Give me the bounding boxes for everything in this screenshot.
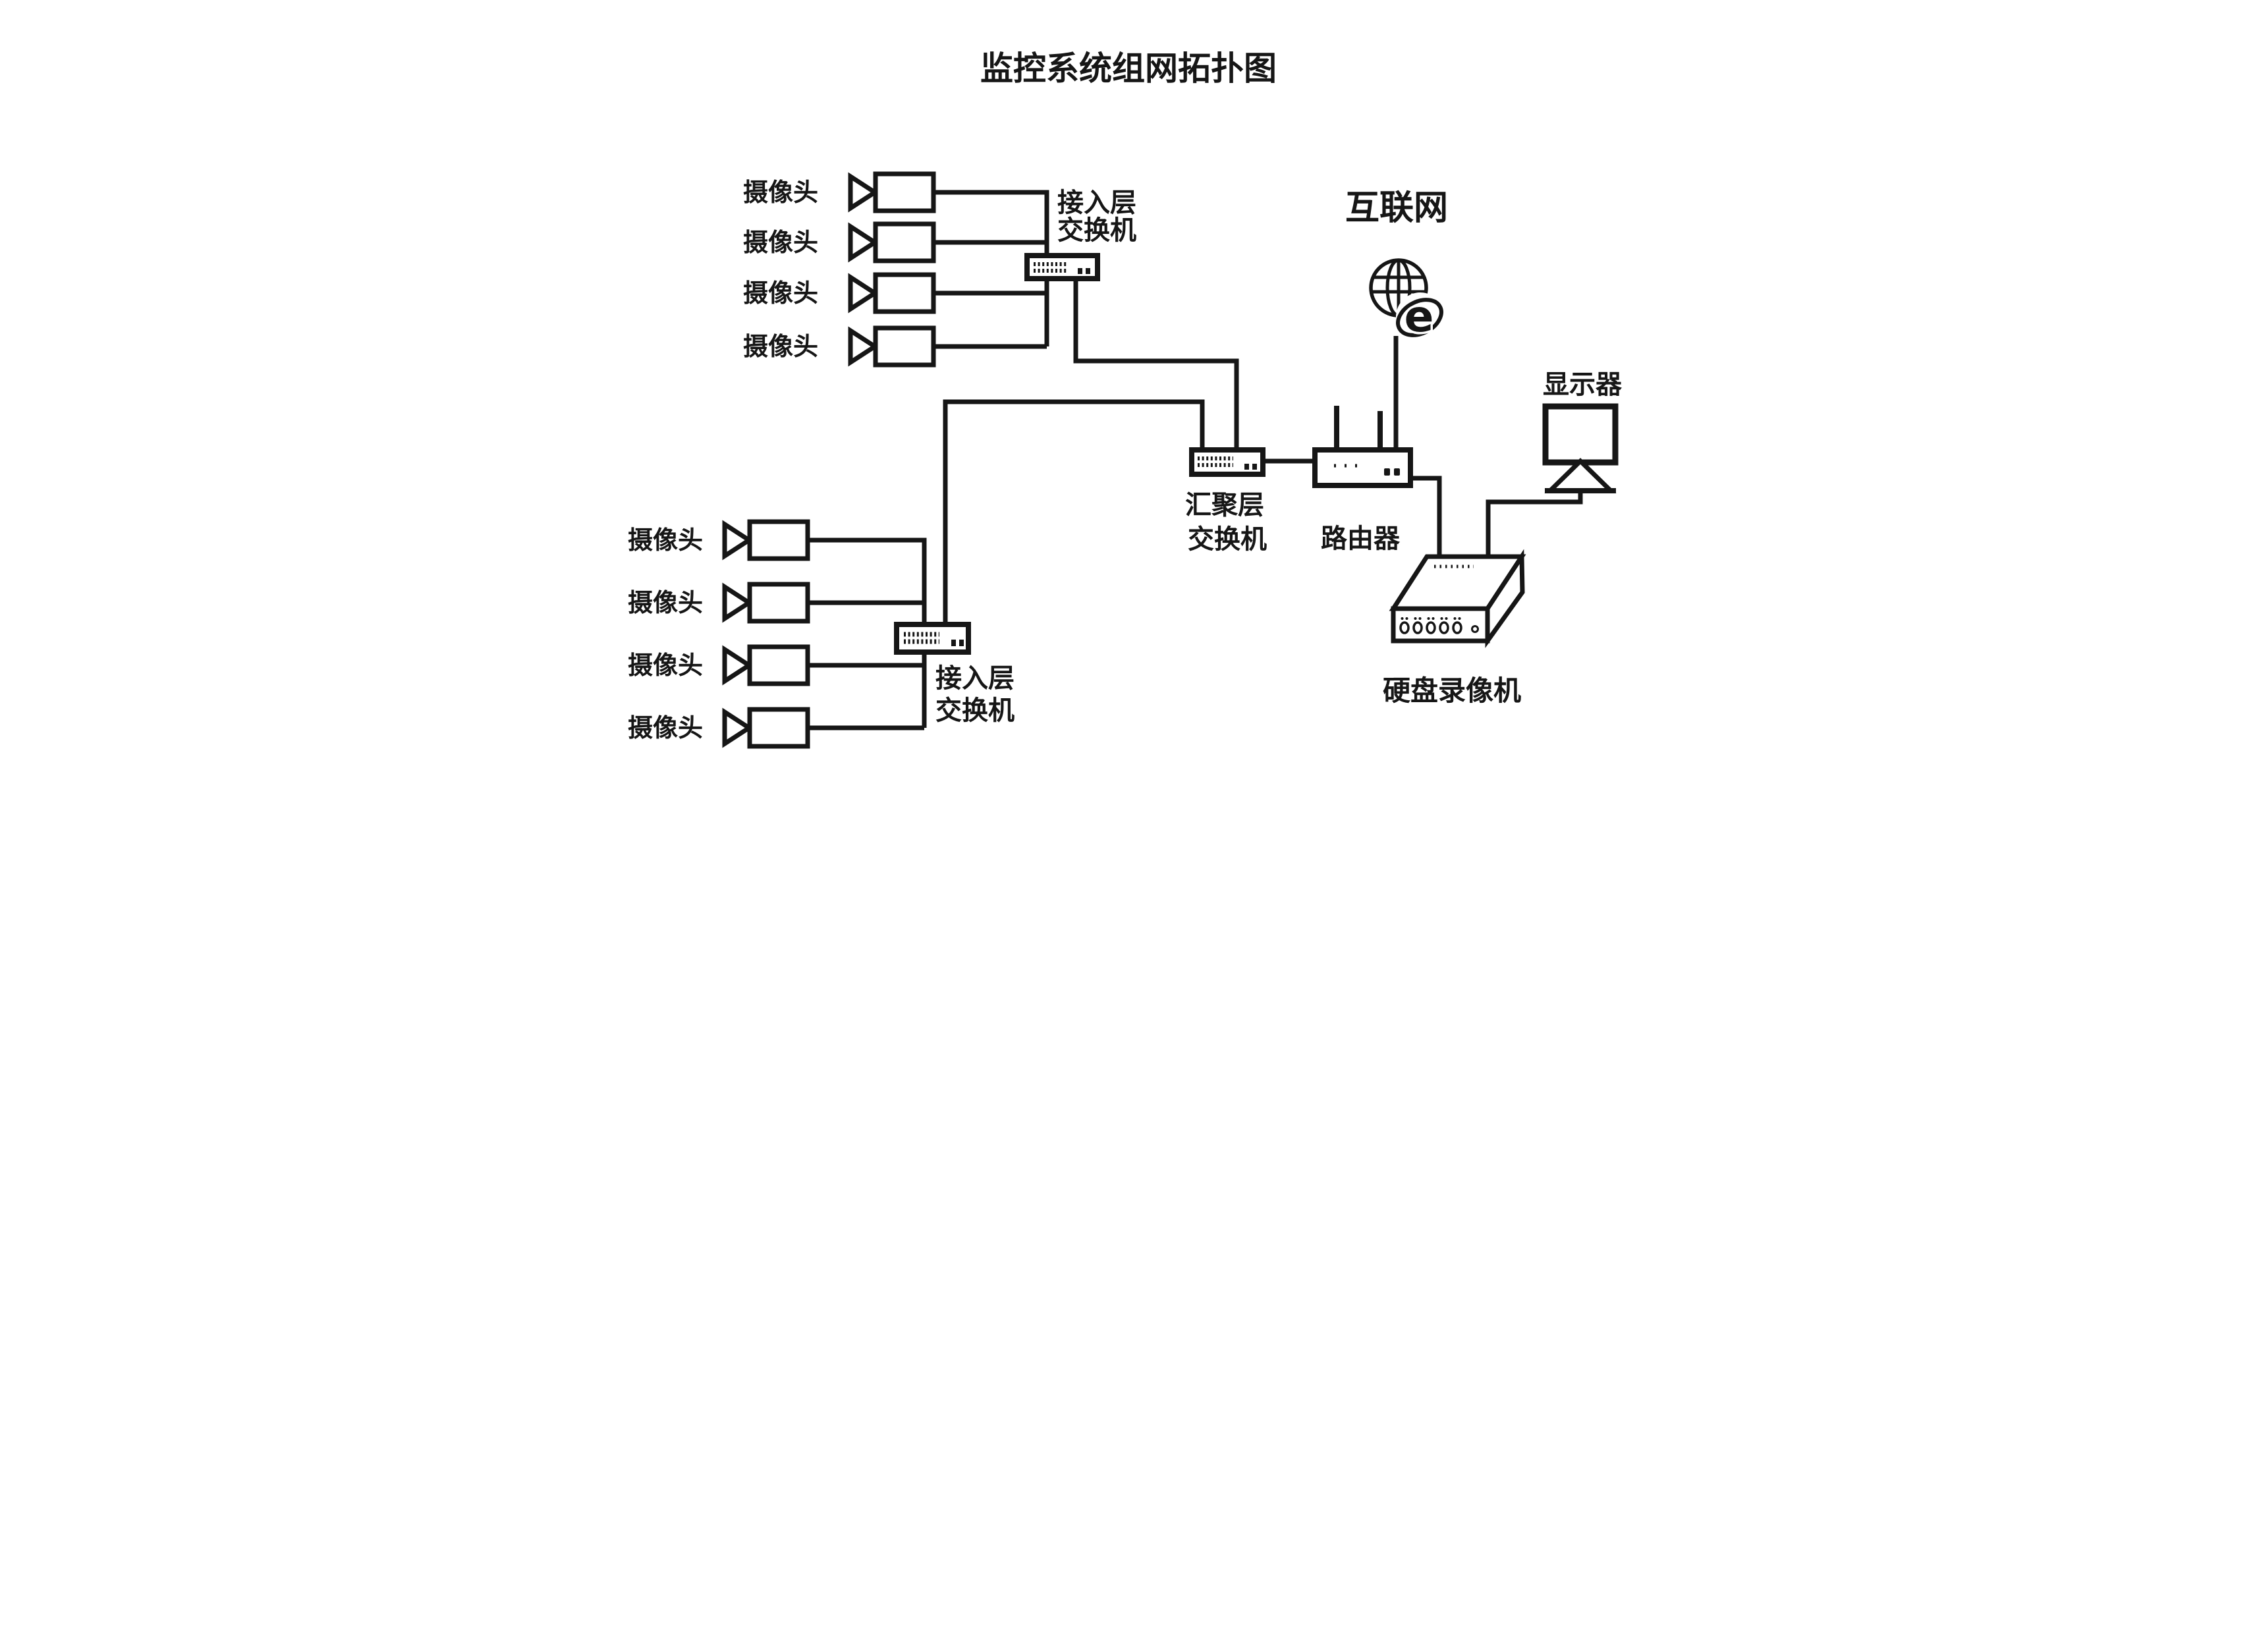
- camera-5-lens-icon: [722, 520, 754, 561]
- camera-5-body-icon: [747, 519, 810, 561]
- camera-1: 摄像头: [743, 171, 936, 213]
- globe-icon: [1369, 258, 1428, 317]
- access-switch-bottom-label-line2: 交换机: [935, 696, 1015, 726]
- camera-8-label: 摄像头: [628, 713, 703, 742]
- dvr: 硬盘录像机: [1383, 549, 1526, 707]
- browser-e-icon: e: [1396, 289, 1445, 344]
- router: 路由器: [1312, 406, 1413, 554]
- camera-6-lens-icon: [722, 582, 754, 623]
- router-icon: [1312, 447, 1413, 488]
- router-label: 路由器: [1321, 524, 1401, 554]
- camera-group-top: 摄像头 摄像头 摄像头 摄像头: [743, 171, 936, 368]
- cable-router-dvr: [1410, 476, 1442, 557]
- aggregation-switch-icon: [1189, 447, 1266, 477]
- access-switch-bottom-label-line1: 接入层: [935, 663, 1015, 694]
- camera-3-body-icon: [873, 272, 936, 314]
- camera-2-body-icon: [873, 221, 936, 263]
- camera-4-label: 摄像头: [743, 332, 818, 361]
- camera-1-lens-icon: [848, 172, 879, 213]
- camera-3-lens-icon: [848, 273, 879, 314]
- camera-3-label: 摄像头: [743, 279, 818, 308]
- camera-7-lens-icon: [722, 645, 754, 686]
- monitor-screen-icon: [1542, 403, 1619, 466]
- diagram-title: 监控系统组网拓扑图: [980, 49, 1277, 88]
- dvr-label: 硬盘录像机: [1383, 675, 1521, 707]
- topology-diagram: 监控系统组网拓扑图 摄像头: [563, 0, 1690, 826]
- cable-cam5-switch-bottom: [808, 537, 927, 624]
- internet: 互联网 e: [1345, 188, 1448, 344]
- camera-6-label: 摄像头: [628, 588, 703, 617]
- camera-1-body-icon: [873, 171, 936, 213]
- camera-3: 摄像头: [743, 272, 936, 314]
- cable-switch-top-aggregation: [1073, 279, 1239, 450]
- camera-2: 摄像头: [743, 221, 936, 263]
- camera-8-body-icon: [747, 707, 810, 749]
- camera-7: 摄像头: [628, 644, 810, 686]
- access-switch-bottom: 接入层 交换机: [894, 622, 1015, 726]
- cable-switch-bottom-aggregation: [943, 399, 1205, 624]
- camera-group-bottom: 摄像头 摄像头 摄像头 摄像头: [628, 519, 810, 749]
- camera-1-label: 摄像头: [743, 178, 818, 207]
- camera-4: 摄像头: [743, 325, 936, 368]
- topology-diagram-page: 监控系统组网拓扑图 摄像头: [563, 0, 1690, 826]
- monitor: 显示器: [1542, 370, 1623, 493]
- camera-7-body-icon: [747, 644, 810, 686]
- camera-8: 摄像头: [628, 707, 810, 749]
- cable-cam1-switch-top: [933, 190, 1049, 256]
- camera-5-label: 摄像头: [628, 526, 703, 555]
- aggregation-switch: 汇聚层 交换机: [1185, 447, 1267, 555]
- access-switch-top-label-line1: 接入层: [1057, 188, 1136, 218]
- dvr-buttons-icon: [1399, 617, 1479, 634]
- cables: [808, 190, 1583, 730]
- camera-5: 摄像头: [628, 519, 810, 561]
- aggregation-switch-label-line2: 交换机: [1188, 524, 1267, 555]
- camera-2-label: 摄像头: [743, 228, 818, 257]
- access-switch-top-label-line2: 交换机: [1057, 215, 1136, 246]
- camera-7-label: 摄像头: [628, 651, 703, 680]
- access-switch-top-icon: [1024, 253, 1100, 281]
- internet-label: 互联网: [1345, 188, 1448, 228]
- camera-4-lens-icon: [848, 326, 879, 367]
- access-switch-bottom-icon: [894, 622, 971, 655]
- camera-8-lens-icon: [722, 707, 754, 748]
- aggregation-switch-label-line1: 汇聚层: [1185, 490, 1264, 520]
- camera-2-lens-icon: [848, 222, 879, 263]
- cable-monitor-dvr: [1486, 492, 1583, 557]
- monitor-label: 显示器: [1543, 370, 1623, 400]
- access-switch-top: 接入层 交换机: [1024, 188, 1136, 281]
- camera-6-body-icon: [747, 582, 810, 624]
- camera-6: 摄像头: [628, 582, 810, 624]
- svg-text:e: e: [1405, 291, 1434, 342]
- monitor-stand-icon: [1544, 458, 1617, 493]
- camera-4-body-icon: [873, 325, 936, 368]
